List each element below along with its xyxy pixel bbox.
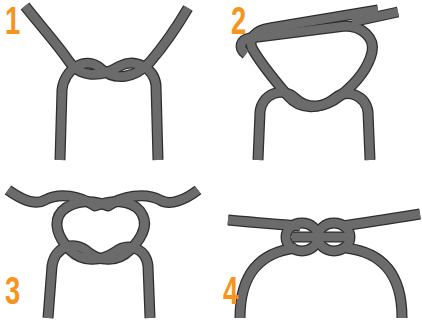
step-number: 1 (5, 2, 20, 40)
rope-outline (8, 6, 420, 318)
rope (8, 6, 420, 318)
step-number: 3 (5, 272, 20, 310)
step-number: 2 (231, 2, 246, 40)
step-number: 4 (223, 272, 238, 310)
